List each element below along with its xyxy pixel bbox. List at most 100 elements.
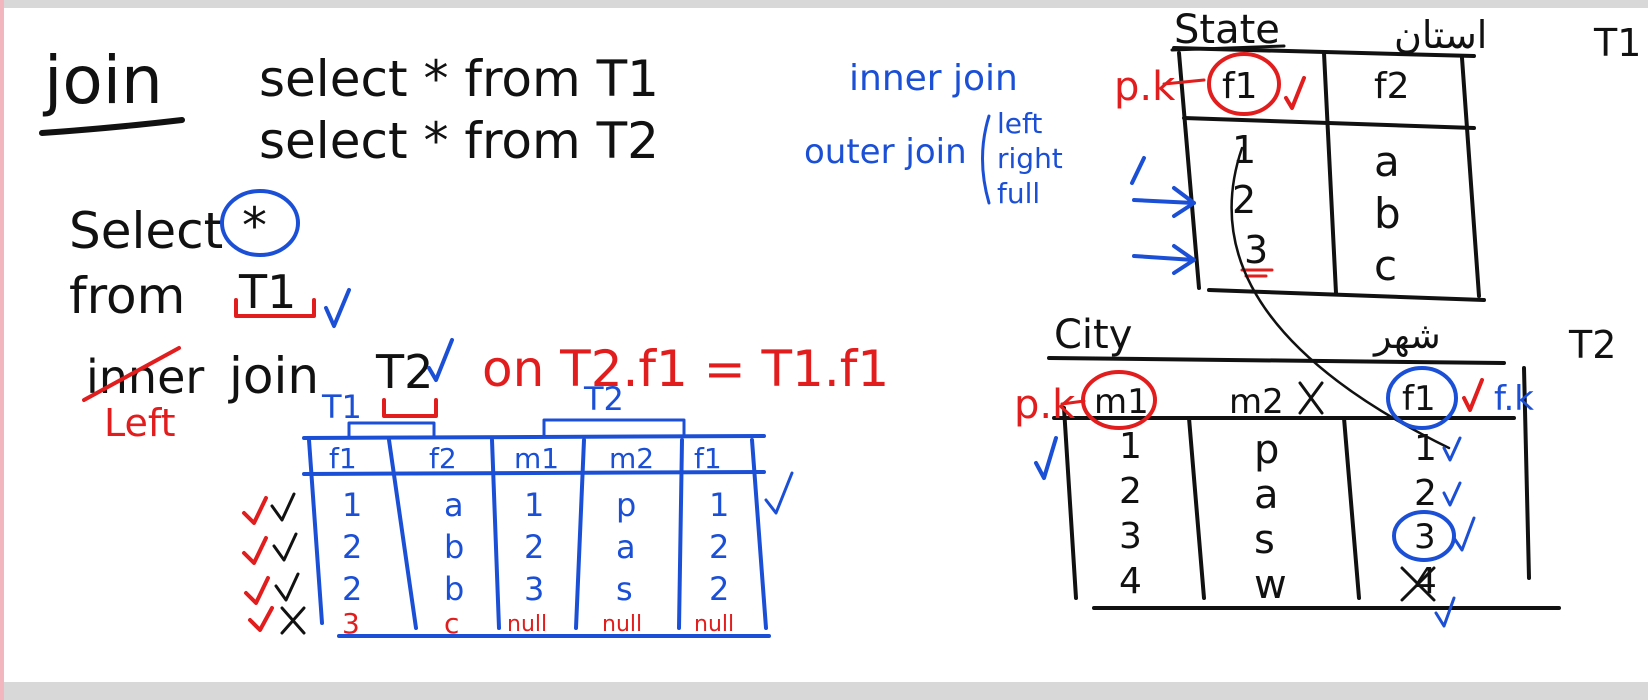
query-t2: T2 [375, 345, 433, 399]
city-cell: 1 [1119, 426, 1142, 467]
state-header-f1: f1 [1222, 66, 1258, 107]
city-table: City شهر T2 p.k m1 m2 f1 f.k [1014, 312, 1616, 628]
city-f1-check [1462, 378, 1484, 412]
city-f1-3-circle [1392, 510, 1456, 562]
state-header-f2: f2 [1374, 66, 1410, 107]
state-cell: a [1374, 137, 1400, 186]
result-header-m2: m2 [609, 442, 654, 475]
handwritten-notes: join select * from T1 select * from T2 i… [39, 8, 1641, 640]
result-col-line [677, 438, 684, 630]
row-check [270, 492, 296, 522]
city-fk-label: f.k [1494, 379, 1534, 419]
state-cell: b [1374, 189, 1401, 238]
city-cell: 2 [1119, 471, 1142, 512]
city-cell: a [1254, 472, 1279, 518]
city-cell: 3 [1414, 517, 1436, 557]
result-cell-null-row: null [694, 612, 734, 637]
result-col-line [307, 438, 324, 625]
city-val-check [1452, 516, 1476, 552]
t1-check [324, 288, 351, 328]
city-m2-cross [1298, 381, 1324, 415]
state-bottom-rule [1207, 288, 1486, 302]
state-col-divider [1322, 51, 1338, 295]
city-f1-circle [1386, 366, 1458, 430]
result-t1-label: T1 [321, 388, 362, 426]
city-cell: 1 [1414, 428, 1437, 469]
result-t2-label: T2 [583, 380, 624, 418]
result-cell: 2 [342, 570, 362, 608]
result-cell: 2 [709, 570, 729, 608]
result-cell-null-row: null [507, 612, 547, 637]
result-cell: 1 [709, 486, 729, 524]
city-row-check [1034, 436, 1058, 480]
select-t1-statement: select * from T1 [259, 50, 659, 108]
city-cell: 4 [1119, 561, 1142, 602]
state-cell: 3 [1244, 228, 1268, 272]
result-top-rule [302, 434, 766, 440]
state-cell: c [1374, 241, 1397, 290]
outer-join-brace [981, 114, 991, 205]
state-table: State استان T1 p.k f1 f2 1 a 2 b [1114, 8, 1641, 302]
query-left: Left [104, 401, 176, 445]
result-header-rule [302, 470, 766, 476]
row-check [272, 532, 298, 562]
result-cell: s [616, 570, 633, 608]
city-table-name: City [1054, 312, 1132, 358]
result-cell: 1 [342, 486, 362, 524]
result-t2-brace [542, 418, 686, 438]
result-cell: b [444, 570, 464, 608]
query-select: Select [69, 202, 223, 260]
city-cell: 3 [1119, 516, 1142, 557]
city-row4-cross [1400, 566, 1436, 602]
city-left-border [1062, 406, 1078, 600]
city-col-divider [1342, 416, 1361, 600]
title-underline [39, 117, 185, 136]
city-cell: 2 [1414, 473, 1437, 514]
result-header-f1: f1 [329, 442, 357, 475]
city-header-f1: f1 [1402, 379, 1436, 419]
result-cell: 3 [524, 570, 544, 608]
state-table-label: T1 [1593, 21, 1641, 65]
star-circle [220, 189, 300, 257]
select-t2-statement: select * from T2 [259, 112, 659, 170]
city-cell: p [1254, 427, 1279, 473]
city-val-check [1442, 436, 1462, 462]
fk-relationship-curve [1230, 146, 1451, 450]
row-check-red [248, 606, 274, 632]
city-header-m1: m1 [1094, 382, 1149, 422]
join-title: join [42, 42, 163, 119]
city-arabic-title: شهر [1372, 316, 1441, 357]
outer-full: full [997, 177, 1040, 210]
result-header-f2: f2 [429, 442, 457, 475]
t1-bracket [234, 298, 316, 318]
city-col-divider [1187, 416, 1206, 600]
result-cell: p [616, 486, 636, 524]
outer-join-note: outer join [804, 132, 967, 172]
result-cell: a [616, 528, 636, 566]
t2-check [427, 338, 454, 382]
result-col-line [574, 438, 586, 630]
arrow-row-2-mark [1130, 156, 1146, 185]
query-t1: T1 [238, 265, 296, 319]
result-t1-brace [347, 421, 436, 438]
city-right-border [1522, 366, 1531, 580]
result-col-line [387, 438, 418, 630]
outer-left: left [997, 107, 1042, 140]
result-cell: a [444, 486, 464, 524]
result-cell: 2 [342, 528, 362, 566]
result-col-line [750, 438, 768, 630]
city-cell: w [1254, 562, 1287, 608]
row-check-red [244, 576, 270, 605]
state-f1-circle [1207, 52, 1281, 116]
city-m1-circle [1081, 370, 1157, 430]
inner-join-note: inner join [849, 58, 1018, 99]
query-inner-struck: inner [86, 350, 204, 404]
city-header-m2: m2 [1229, 382, 1284, 422]
pk-dash [1060, 399, 1086, 406]
city-pk-label: p.k [1014, 382, 1076, 428]
city-val-check [1442, 481, 1462, 507]
row-check-red [242, 496, 268, 525]
result-col-line [490, 438, 501, 630]
state-pk-label: p.k [1114, 64, 1176, 110]
result-table: T1 T2 f1 f2 m1 m2 f1 1 a 1 [242, 380, 794, 640]
